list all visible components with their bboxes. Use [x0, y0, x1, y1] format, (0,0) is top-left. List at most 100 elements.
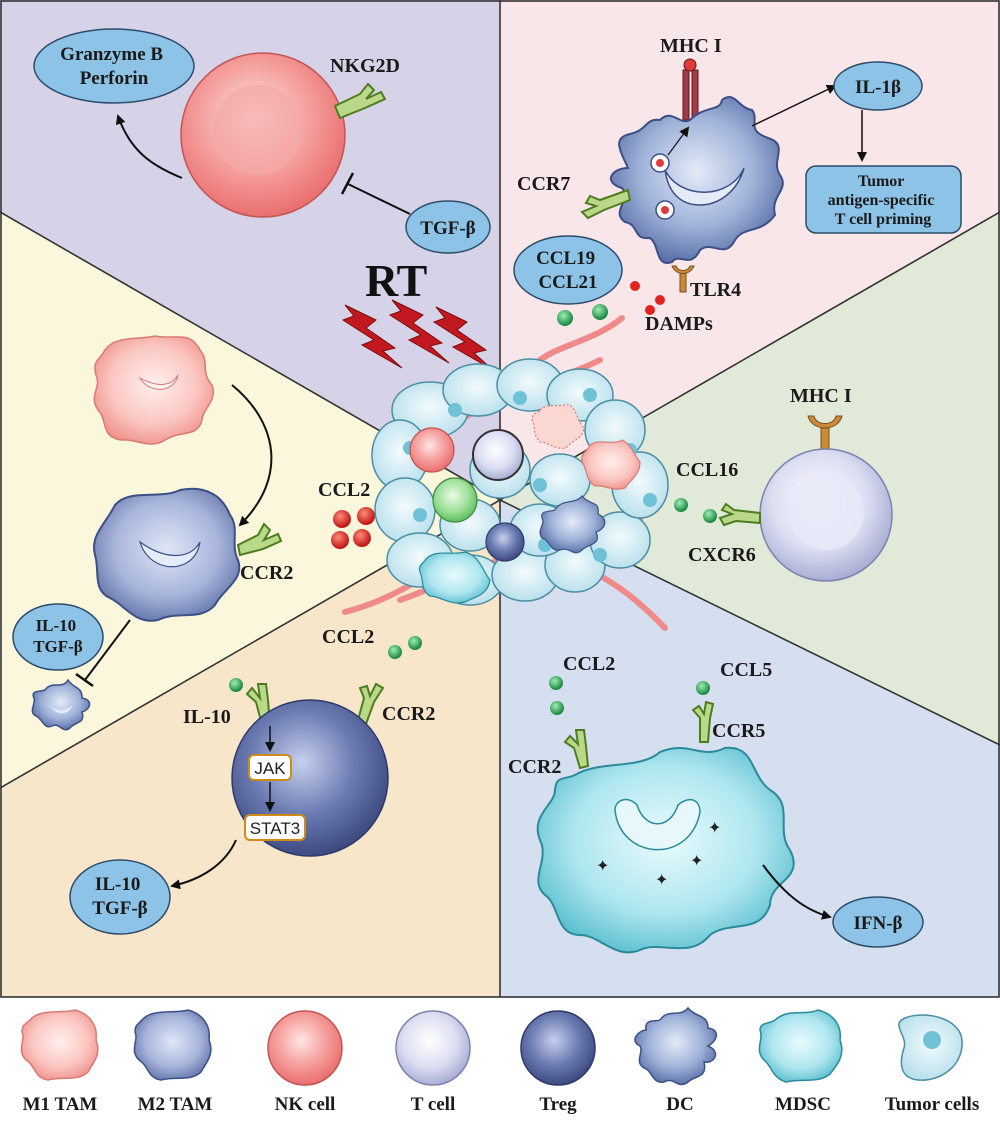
ccr5-receptor [691, 700, 715, 743]
legend-m1-tam: M1 TAM [20, 1009, 99, 1115]
jak-label: JAK [254, 759, 286, 778]
tam-output-il10: IL-10 [36, 616, 77, 635]
treg-output-arrow [170, 839, 237, 890]
cluster-m1-variant [531, 403, 585, 449]
legend-t-cell-label: T cell [411, 1094, 456, 1115]
legend-m1-tam-label: M1 TAM [23, 1094, 98, 1115]
legend-t-cell: T cell [395, 1010, 471, 1115]
tgfb-inhibition-line [347, 183, 411, 215]
treg-ccl2-dot-1 [388, 645, 402, 659]
cluster-dc [539, 495, 606, 554]
cluster-green-cell [432, 477, 478, 523]
legend-nk-cell-icon [267, 1010, 343, 1086]
cluster-mdsc [418, 551, 491, 604]
legend-m2-tam-label: M2 TAM [138, 1094, 213, 1115]
svg-text:✦: ✦ [708, 820, 721, 837]
damps-dots [630, 281, 665, 315]
ccl21-label: CCL21 [538, 272, 597, 293]
legend-nk-cell: NK cell [267, 1010, 343, 1115]
dc-antigen-dot-1 [656, 159, 664, 167]
damps-label: DAMPs [645, 313, 713, 335]
ccr5-label: CCR5 [712, 720, 765, 742]
ccl19-oval [513, 235, 623, 305]
nkg2d-receptor [333, 82, 387, 120]
dc-panel: MHC I CCR7 TLR4 DAMPs CCL19 [513, 35, 962, 335]
dc-panel-bg [500, 0, 1000, 500]
perforin-label: Perforin [80, 68, 149, 89]
ccl5-dot [696, 681, 710, 695]
stat3-box [244, 814, 306, 841]
legend-tumor-nucleus [923, 1031, 941, 1049]
legend-m2-tam-icon [133, 1009, 212, 1081]
m1-to-m2-arrow [231, 384, 273, 527]
priming-line-3: T cell priming [835, 211, 932, 228]
tgfb-oval-nk [405, 200, 491, 254]
mdsc-cell-body [536, 746, 795, 954]
dc-cell-nucleus [664, 167, 745, 206]
priming-line-2: antigen-specific [828, 192, 935, 209]
tumor-cluster [342, 315, 669, 631]
jak-box [248, 754, 292, 781]
svg-text:✦: ✦ [655, 872, 668, 889]
treg-il10-dot [229, 678, 243, 692]
tam-panel: CCR2 CCL2 IL-10 TGF-β [12, 335, 375, 731]
tcell-panel: MHC I CCL16 CXCR6 [674, 385, 893, 582]
panel-dividers [0, 0, 1000, 998]
mdsc-panel: CCL2 CCL5 CCR5 CCR2 ✦✦ ✦✦ IFN-β [508, 653, 924, 954]
cluster-nk-cell [409, 427, 455, 473]
ifnb-label: IFN-β [853, 913, 902, 934]
cluster-treg [485, 522, 525, 562]
dc-antigen-arrow [667, 126, 690, 156]
legend-dc-label: DC [666, 1094, 693, 1115]
svg-text:✦: ✦ [596, 858, 609, 875]
priming-box [805, 165, 962, 234]
ccr7-receptor [580, 188, 632, 220]
mdsc-ccl2-label: CCL2 [563, 653, 615, 675]
cluster-m1-tam [581, 439, 641, 490]
legend-nk-cell-label: NK cell [275, 1094, 336, 1115]
treg-panel: CCL2 IL-10 CCR2 JAK STAT3 IL-10 TGF-β [69, 626, 435, 935]
ccl16-dot-2 [703, 509, 717, 523]
svg-text:✦: ✦ [690, 853, 703, 870]
dc-antigen-dot-2 [661, 206, 669, 214]
ccl19-dot-2 [592, 304, 608, 320]
il1b-oval [833, 61, 923, 111]
cluster-t-cell [472, 429, 524, 481]
treg-ccl2-dot-2 [408, 636, 422, 650]
rt-lightning [341, 299, 494, 371]
legend-tumor-cells: Tumor cells [885, 1014, 979, 1115]
ccl19-dot-1 [557, 310, 573, 326]
treg-il10-label: IL-10 [183, 706, 231, 728]
legend-mdsc-label: MDSC [775, 1094, 831, 1115]
mdsc-ccr2-receptor [563, 729, 590, 770]
legend-dc: DC [634, 1006, 718, 1115]
m1-tam-cell [93, 335, 215, 445]
stat3-label: STAT3 [250, 819, 300, 838]
inhibited-dc [31, 678, 91, 731]
tgfb-label-nk: TGF-β [420, 218, 475, 239]
mdsc-ccl2-dot-2 [550, 701, 564, 715]
ccl2-red-dots [331, 507, 375, 549]
svg-text:Tumor antigen-specific: Tumor antigen-specific T cell priming [828, 173, 939, 228]
priming-line-1: Tumor [858, 173, 904, 190]
dc-mhc-label: MHC I [660, 35, 722, 57]
m2-tam-nucleus [138, 540, 201, 568]
dc-il1b-arrow [751, 84, 837, 127]
ccl16-dot-1 [674, 498, 688, 512]
tam-ccl2-label: CCL2 [318, 479, 370, 501]
nk-panel: Granzyme B Perforin NKG2D TGF-β RT [33, 28, 494, 371]
legend-m2-tam: M2 TAM [133, 1009, 213, 1115]
m2-inhibition-line [84, 619, 131, 681]
legend: M1 TAM M2 TAM NK cell T cell Treg DC MDS… [20, 1006, 979, 1115]
svg-text:IL-10 TGF-β: IL-10 TGF-β [33, 616, 83, 656]
ccl5-label: CCL5 [720, 659, 772, 681]
legend-treg-label: Treg [539, 1094, 577, 1115]
nk-cell-nucleus [213, 85, 303, 175]
rt-label: RT [365, 255, 427, 306]
il1b-label: IL-1β [855, 77, 901, 98]
legend-t-cell-icon [395, 1010, 471, 1086]
tam-output-oval [12, 603, 104, 671]
mdsc-granules: ✦ ✦ ✦ ✦ [596, 820, 721, 889]
legend-tumor-cells-label: Tumor cells [885, 1094, 979, 1115]
legend-dc-icon [634, 1006, 718, 1086]
